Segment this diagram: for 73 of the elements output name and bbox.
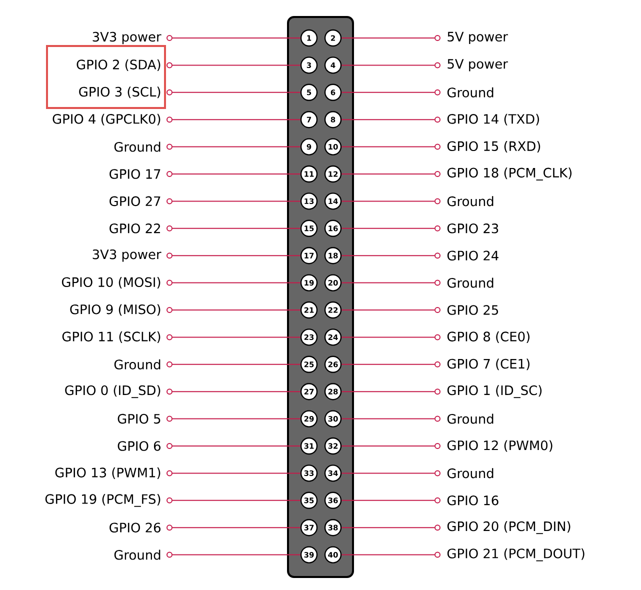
pin-label: GPIO 15 (RXD): [447, 141, 540, 153]
connector-line: [172, 527, 301, 528]
connector-line: [172, 500, 301, 501]
connector-line: [172, 336, 301, 338]
connector-line: [172, 472, 301, 474]
connector-line: [172, 64, 301, 66]
connector-line: [172, 228, 301, 229]
pin-label: GPIO 6: [118, 441, 160, 451]
pin-label: Ground: [447, 468, 494, 478]
highlight-box: [46, 45, 166, 109]
connector-line: [172, 146, 301, 148]
pin-label: 3V3 power: [92, 32, 162, 44]
connector-line: [341, 64, 435, 66]
connector-line: [341, 527, 435, 528]
connector-line: [172, 418, 301, 420]
connector-line: [341, 282, 435, 284]
pin-label: GPIO 25: [447, 305, 498, 315]
pin-label: GPIO 27: [110, 196, 160, 206]
connector-line: [172, 92, 301, 93]
pin-label: GPIO 22: [110, 224, 160, 234]
pin-label: GPIO 17: [110, 169, 160, 179]
connector-line: [172, 200, 301, 202]
connector-line: [341, 92, 435, 93]
connector-line: [172, 364, 301, 365]
connector-line: [341, 554, 435, 556]
pin-label: GPIO 24: [447, 250, 498, 260]
connector-line: [341, 472, 435, 474]
pin-label: GPIO 0 (ID_SD): [65, 385, 160, 398]
connector-line: [172, 255, 301, 256]
connector-line: [172, 119, 301, 120]
connector-line: [172, 554, 301, 556]
pin-label: Ground: [447, 196, 494, 206]
pin-label: GPIO 10 (MOSI): [62, 277, 160, 289]
pin-label: GPIO 21 (PCM_DOUT): [447, 548, 584, 562]
pin-label: GPIO 9 (MISO): [70, 304, 160, 316]
pin-label: 5V power: [448, 32, 508, 44]
pin-label: GPIO 8 (CE0): [447, 331, 530, 343]
connector-line: [341, 336, 435, 338]
pin-label: GPIO 4 (GPCLK0): [52, 114, 160, 126]
connector-line: [341, 500, 435, 501]
connector-line: [172, 282, 301, 284]
pin-label: Ground: [114, 142, 160, 152]
pin-label: Ground: [447, 278, 494, 288]
pin-label: 5V power: [448, 59, 508, 72]
pin-label: Ground: [114, 550, 160, 560]
connector-line: [341, 146, 435, 148]
pin-label: GPIO 2 (SDA): [76, 59, 160, 71]
connector-line: [341, 391, 435, 392]
connector-line: [341, 200, 435, 202]
connector-line: [341, 255, 435, 256]
pin-label: GPIO 26: [110, 522, 160, 532]
pin-label: GPIO 14 (TXD): [447, 114, 539, 126]
pin-label: GPIO 1 (ID_SC): [447, 385, 542, 398]
pin-label: GPIO 13 (PWM1): [55, 467, 160, 479]
connector-line: [341, 418, 435, 420]
pin-label: GPIO 19 (PCM_FS): [45, 494, 160, 507]
connector-line: [341, 364, 435, 365]
pin-label: GPIO 23: [447, 224, 498, 234]
pin-label: 3V3 power: [92, 249, 162, 262]
connector-line: [341, 228, 435, 229]
connector-line: [172, 391, 301, 392]
pin-label: Ground: [447, 87, 494, 98]
pin-label: Ground: [114, 359, 160, 370]
pin-label: GPIO 7 (CE1): [447, 358, 530, 370]
pin-label: GPIO 5: [118, 414, 160, 424]
pin-label: GPIO 20 (PCM_DIN): [447, 521, 570, 534]
pin-label: GPIO 3 (SCL): [79, 86, 160, 98]
pin-label: GPIO 11 (SCLK): [62, 331, 160, 343]
pin-label: GPIO 18 (PCM_CLK): [447, 168, 572, 180]
pin-label: GPIO 16: [447, 496, 498, 506]
connector-line: [341, 119, 435, 120]
pin-label: Ground: [447, 414, 494, 424]
pin-label: GPIO 12 (PWM0): [447, 440, 552, 452]
